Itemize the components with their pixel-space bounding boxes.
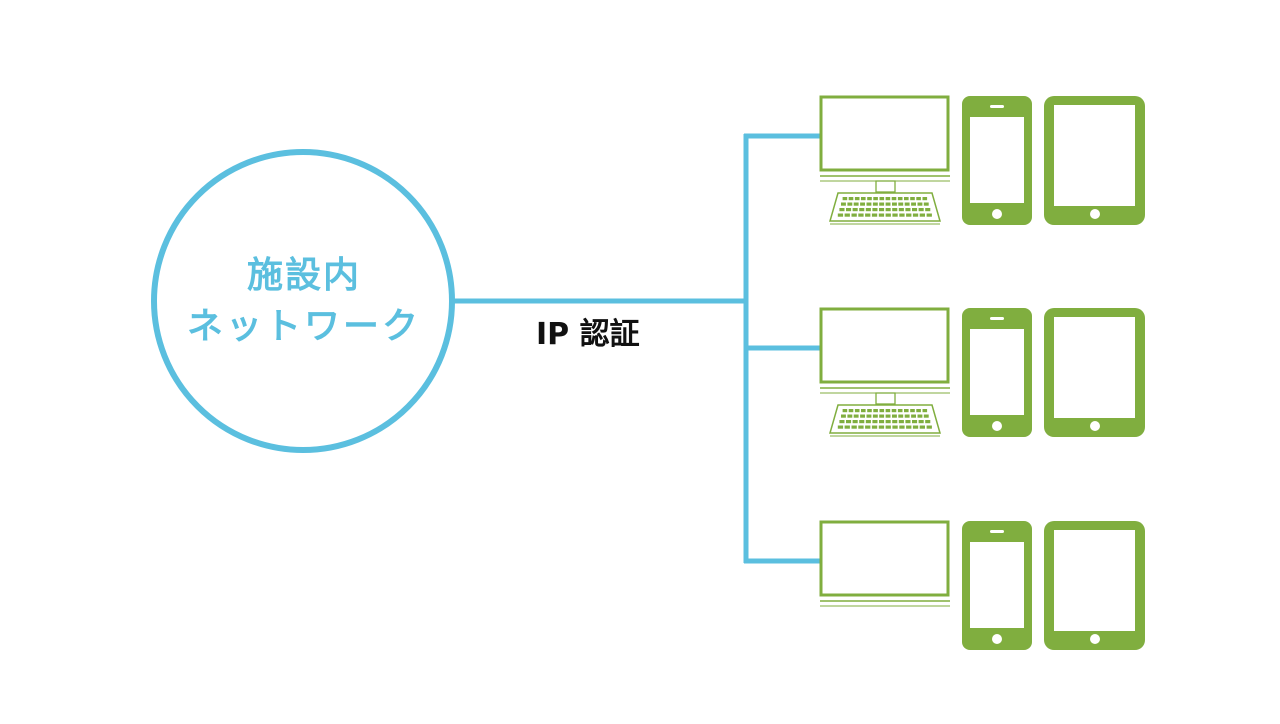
connection-lines	[452, 133, 822, 564]
network-label-line1: 施設内	[246, 255, 361, 296]
device-group-2	[819, 307, 1145, 437]
desktop-computer-icon	[819, 307, 950, 437]
desktop-computer-icon	[819, 95, 950, 225]
smartphone-icon	[962, 521, 1032, 650]
monitor-icon	[819, 520, 950, 607]
network-circle	[151, 149, 455, 453]
network-label-line2: ネットワーク	[186, 306, 421, 347]
device-group-3	[819, 520, 1145, 650]
device-groups	[819, 95, 1145, 650]
tablet-icon	[1044, 308, 1145, 437]
smartphone-icon	[962, 308, 1032, 437]
ip-auth-label: IP 認証	[536, 317, 640, 352]
tablet-icon	[1044, 521, 1145, 650]
tablet-icon	[1044, 96, 1145, 225]
device-group-1	[819, 95, 1145, 225]
smartphone-icon	[962, 96, 1032, 225]
